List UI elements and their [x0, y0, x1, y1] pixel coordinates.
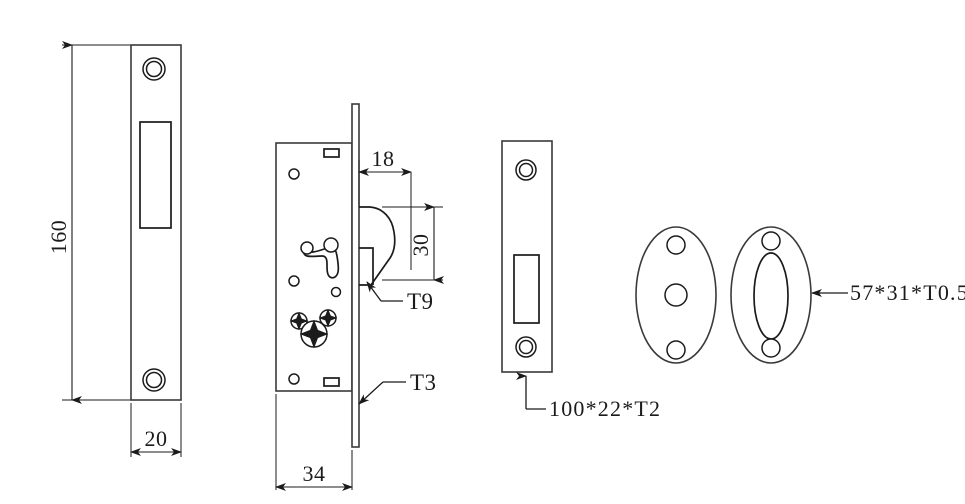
lock-faceplate-strip: [351, 103, 360, 448]
callout-text-escutcheon: 57*31*T0.5: [850, 280, 965, 305]
callout-text-t9: T9: [407, 289, 434, 314]
case-hole-mid-right: [330, 286, 342, 298]
faceplate-body: [130, 44, 182, 401]
latch-bolt-bevel: [359, 206, 396, 286]
dim-text-160: 160: [46, 220, 71, 255]
escutcheon-left-center-hole: [664, 283, 688, 307]
callout-text-strike-plate: 100*22*T2: [549, 396, 661, 421]
screw-cluster: [289, 308, 338, 349]
escutcheon-right-screw-hole-bottom: [761, 338, 781, 358]
screw-hole-inner-top: [145, 60, 163, 78]
dim-text-30: 30: [408, 234, 433, 257]
escutcheon-left-screw-hole-top: [666, 235, 686, 255]
cam-pivot-left: [300, 241, 314, 255]
lock-case-body: [275, 142, 353, 392]
bolt-slot-cutout: [139, 121, 172, 229]
view-strike-plate: 100*22*T2: [501, 140, 661, 421]
dim-text-18: 18: [372, 146, 395, 171]
leader-t3-slant: [358, 381, 384, 405]
view-escutcheons: 57*31*T0.5: [635, 226, 965, 364]
cam-pivot-right: [323, 237, 339, 253]
screw-small-right-cross: [318, 308, 338, 328]
latch-bolt-inner-step: [359, 247, 374, 285]
strike-screw-hole-inner-top: [518, 162, 534, 178]
callout-text-t3: T3: [410, 370, 437, 395]
screw-small-left-cross: [289, 311, 309, 331]
case-hole-lower-left: [288, 373, 300, 385]
view-faceplate-front: 160 20: [46, 41, 182, 457]
case-hole-upper-left: [288, 168, 300, 180]
strike-bolt-aperture: [513, 254, 540, 324]
dim-text-20: 20: [145, 426, 168, 451]
case-tab-bottom: [323, 377, 340, 387]
case-tab-top: [323, 148, 340, 158]
screw-hole-inner-bottom: [145, 371, 163, 389]
case-hole-mid-left: [288, 275, 300, 287]
cam-lever-body: [302, 243, 340, 279]
escutcheon-right-screw-hole-top: [761, 231, 781, 251]
strike-screw-hole-inner-bottom: [518, 339, 534, 355]
leader-t9-slant: [366, 281, 382, 302]
view-lock-body-side: 18 30 T9 T3 34: [275, 103, 444, 491]
escutcheon-left-screw-hole-bottom: [666, 340, 686, 360]
screw-large-cross: [299, 319, 329, 349]
dim-text-34: 34: [303, 461, 326, 486]
